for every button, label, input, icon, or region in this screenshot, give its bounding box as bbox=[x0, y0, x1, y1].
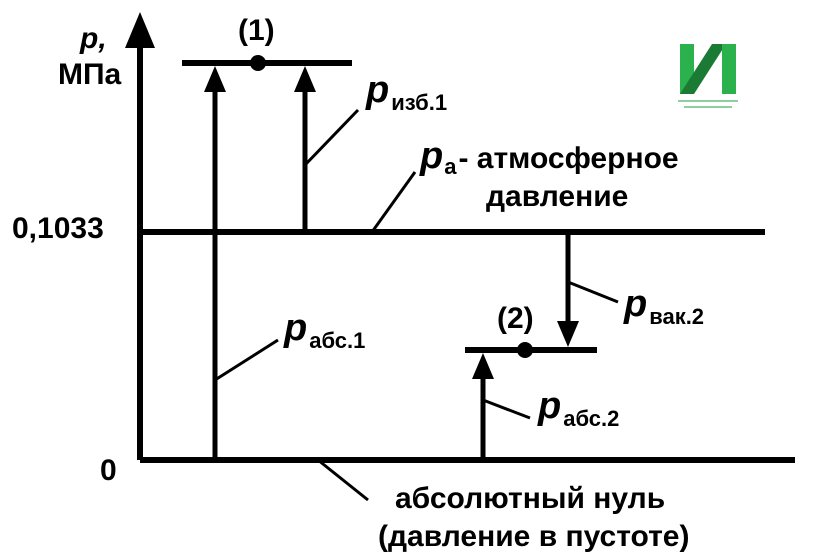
tick-zero-label: 0 bbox=[100, 454, 117, 487]
abs1-leader bbox=[214, 338, 279, 382]
point-1-label: (1) bbox=[238, 14, 275, 47]
logo-caption-line bbox=[678, 100, 738, 102]
logo-diagonal-stroke bbox=[680, 44, 726, 94]
izb1-label: pизб.1 bbox=[365, 69, 447, 115]
point-2-dot bbox=[517, 342, 533, 358]
abs1-arrowhead bbox=[204, 66, 226, 92]
zero-leader bbox=[317, 458, 369, 502]
izb1-arrowhead bbox=[294, 66, 316, 92]
zero-label-line2: (давление в пустоте) bbox=[378, 520, 689, 553]
abs2-label: pабс.2 bbox=[537, 385, 619, 431]
abs2-leader bbox=[482, 398, 531, 420]
watermark-logo bbox=[678, 44, 738, 108]
abs2-arrowhead bbox=[472, 353, 494, 379]
zero-label-line1: абсолютный нуль bbox=[395, 482, 665, 515]
point-2-label: (2) bbox=[497, 302, 534, 335]
logo-right-stroke bbox=[722, 44, 736, 94]
atm-label-line2: давление bbox=[486, 180, 628, 213]
axis-unit-label: МПа bbox=[58, 58, 122, 91]
abs1-label: pабс.1 bbox=[283, 307, 365, 353]
izb1-leader bbox=[303, 108, 360, 167]
atm-leader bbox=[370, 171, 417, 233]
vac2-label: pвак.2 bbox=[623, 283, 704, 329]
atm-label: pа- атмосферное bbox=[419, 135, 679, 179]
axis-variable-label: p, bbox=[79, 22, 107, 55]
point-1-dot bbox=[250, 55, 266, 71]
tick-atm-label: 0,1033 bbox=[12, 212, 104, 245]
vac2-arrowhead bbox=[557, 321, 579, 347]
logo-caption-line bbox=[684, 106, 732, 108]
vac2-leader bbox=[567, 280, 619, 304]
y-axis-arrowhead bbox=[125, 12, 155, 48]
